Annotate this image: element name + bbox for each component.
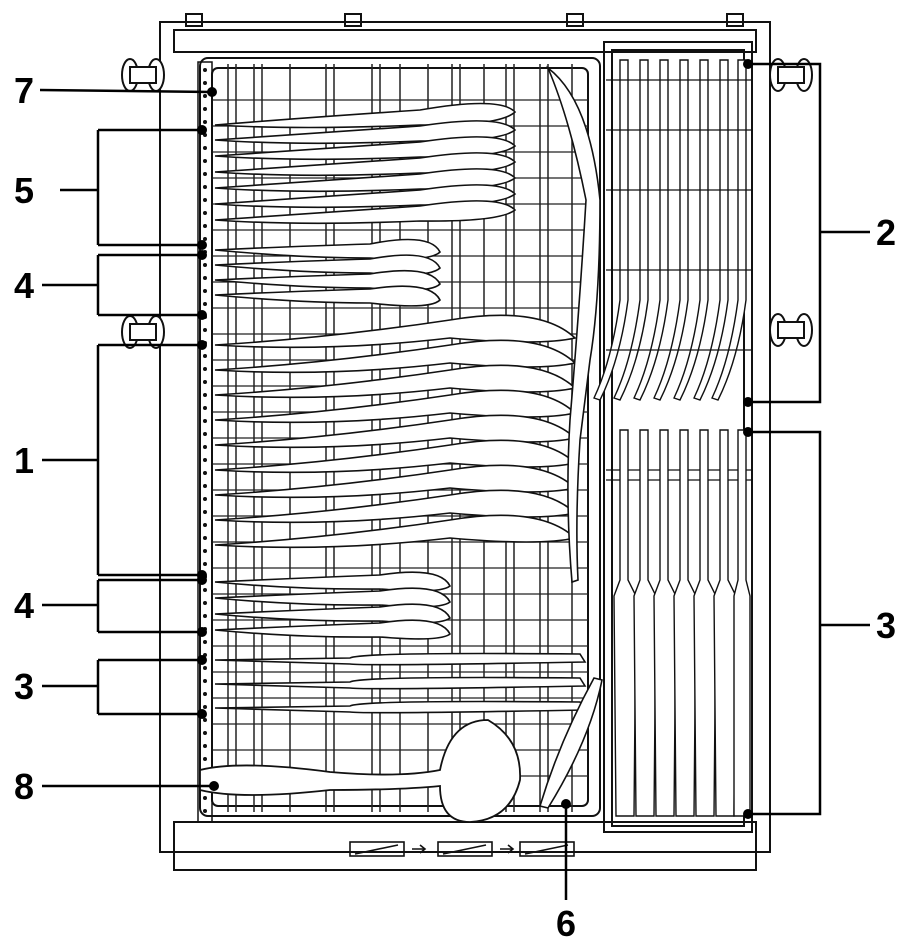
rollers: [121, 58, 813, 349]
top-tab: [185, 13, 203, 27]
rail-dot: [203, 549, 207, 553]
rail-dot: [203, 796, 207, 800]
rail-dot: [203, 809, 207, 813]
slide-indicators: [349, 841, 575, 857]
rail-dot: [203, 445, 207, 449]
rail-dot: [203, 81, 207, 85]
rail-dot: [203, 159, 207, 163]
rail-dot: [203, 185, 207, 189]
callout-3-right: 3: [876, 605, 896, 646]
rail-dot: [203, 263, 207, 267]
rail-dot: [203, 68, 207, 72]
rail-dot: [203, 432, 207, 436]
right-forks: [593, 59, 747, 401]
rail-dot: [203, 393, 207, 397]
rail-dot: [203, 146, 207, 150]
roller-left-top: [121, 58, 165, 92]
callout-7: 7: [14, 70, 34, 111]
top-tab: [726, 13, 744, 27]
rail-dot: [203, 718, 207, 722]
rail-dot: [203, 328, 207, 332]
callout-6: 6: [556, 903, 576, 940]
rail-dot: [203, 211, 207, 215]
rail-dot: [203, 601, 207, 605]
rail-dot: [203, 198, 207, 202]
roller-right-mid: [769, 313, 813, 347]
left-tray: [199, 57, 601, 817]
top-tab: [566, 13, 584, 27]
rail-dot: [203, 484, 207, 488]
rail-dot: [203, 692, 207, 696]
rail-dot: [203, 107, 207, 111]
rail-dot: [203, 302, 207, 306]
right-tray: [603, 41, 753, 833]
rail-dot: [203, 406, 207, 410]
top-tab: [344, 13, 362, 27]
rail-dot: [203, 172, 207, 176]
right-knives: [613, 429, 751, 817]
leader-dots: [197, 59, 753, 819]
roller-right-top: [769, 58, 813, 92]
serving-utensils: [538, 65, 603, 809]
rail-dot: [203, 588, 207, 592]
rail-dot: [203, 367, 207, 371]
callout-labels: 7 5 4 1 4 3 8 2 3 6: [14, 70, 896, 944]
rail-dot: [203, 640, 207, 644]
roller-left-mid: [121, 315, 165, 349]
rail-dot: [203, 354, 207, 358]
rail-dot: [203, 731, 207, 735]
rail-dot: [203, 289, 207, 293]
callout-4-lower: 4: [14, 585, 34, 626]
callout-2: 2: [876, 212, 896, 253]
rail-dot: [203, 276, 207, 280]
dessert-forks-lower: [214, 571, 452, 640]
rail-dot: [203, 705, 207, 709]
rail-dot: [203, 497, 207, 501]
rail-dot: [203, 120, 207, 124]
callout-3-left: 3: [14, 666, 34, 707]
large-forks: [214, 314, 577, 549]
outer-frame: [159, 21, 771, 853]
rail-dot: [203, 744, 207, 748]
knives-left: [214, 652, 587, 714]
rail-dot: [203, 666, 207, 670]
rail-dot: [203, 562, 207, 566]
rail-dot: [203, 679, 207, 683]
rail-dot: [203, 419, 207, 423]
front-handle-bar: [173, 821, 757, 871]
callout-1: 1: [14, 440, 34, 481]
rail-dot: [203, 224, 207, 228]
teaspoons: [214, 102, 517, 225]
callout-8: 8: [14, 766, 34, 807]
rail-dot: [203, 237, 207, 241]
rail-dot: [203, 523, 207, 527]
left-dotted-rail: [197, 61, 213, 823]
callout-4-upper: 4: [14, 265, 34, 306]
rail-dot: [203, 380, 207, 384]
rail-dot: [203, 536, 207, 540]
rail-dot: [203, 94, 207, 98]
rail-dot: [203, 458, 207, 462]
callout-5: 5: [14, 170, 34, 211]
ladle: [199, 719, 521, 823]
dessert-forks-upper: [214, 238, 441, 307]
rail-dot: [203, 510, 207, 514]
top-rail: [173, 29, 757, 53]
rail-dot: [203, 757, 207, 761]
rail-dot: [203, 471, 207, 475]
leader-lines: [39, 62, 870, 900]
rail-dot: [203, 614, 207, 618]
